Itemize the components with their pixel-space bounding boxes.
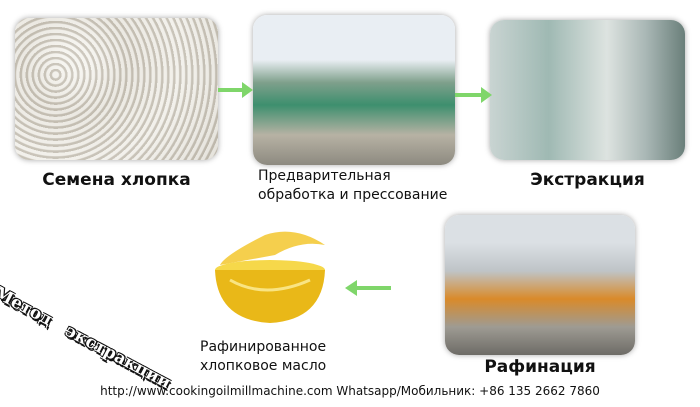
footer-contact: http://www.cookingoilmillmachine.com Wha… bbox=[100, 384, 600, 398]
cotton-seeds-photo bbox=[15, 18, 218, 160]
label-oil-line1: Рафинированное bbox=[200, 339, 327, 355]
label-refined-oil: Рафинированное хлопковое масло bbox=[200, 338, 326, 376]
label-seeds: Семена хлопка bbox=[42, 170, 191, 190]
oil-bowl-image bbox=[215, 231, 325, 323]
label-pretreatment: Предварительная обработка и прессование bbox=[258, 167, 447, 205]
label-refining: Рафинация bbox=[484, 357, 596, 377]
label-pretreatment-line1: Предварительная bbox=[258, 168, 391, 184]
arrow-right-icon bbox=[218, 82, 253, 98]
extraction-plant-photo bbox=[490, 20, 685, 160]
refining-plant-photo bbox=[445, 215, 635, 355]
arrow-right-icon bbox=[455, 87, 492, 103]
label-pretreatment-line2: обработка и прессование bbox=[258, 187, 448, 203]
arrow-left-icon bbox=[345, 280, 391, 296]
label-extraction: Экстракция bbox=[530, 170, 645, 190]
method-stamp-text: Метод экстракции bbox=[0, 283, 174, 394]
pretreatment-pressing-photo bbox=[253, 15, 455, 165]
label-oil-line2: хлопковое масло bbox=[200, 358, 327, 374]
